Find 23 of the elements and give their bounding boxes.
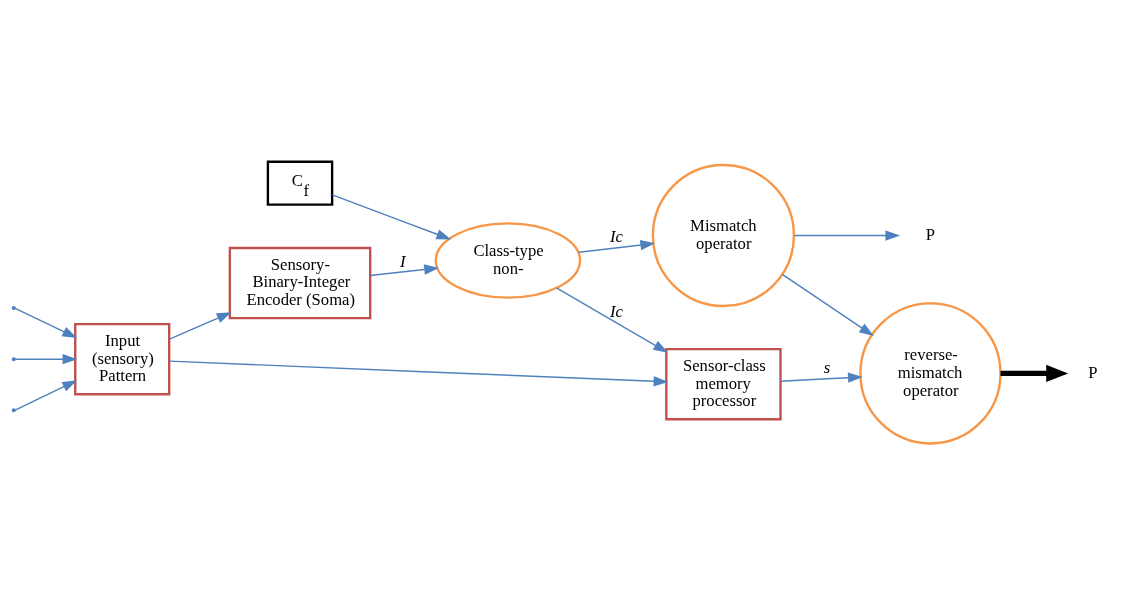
- arrow: [13, 379, 78, 411]
- arrow: [369, 263, 439, 276]
- node-box: Sensory- Binary-Integer Encoder (Soma): [228, 246, 372, 319]
- arrow: [556, 287, 669, 353]
- node-text: P: [1088, 362, 1098, 382]
- edge-label: Ic: [609, 226, 623, 246]
- node-box: Sensor-class memory processor: [665, 347, 782, 420]
- node-circle: Mismatch operator: [651, 163, 796, 307]
- edge-label: s: [823, 356, 831, 376]
- arrow: [782, 273, 874, 336]
- arrow: [13, 353, 78, 364]
- arrow: [13, 306, 78, 338]
- arrow: [168, 359, 669, 386]
- edge-label: Ic: [609, 301, 623, 321]
- arrow: [793, 229, 901, 241]
- node-box: Input (sensory) Pattern: [74, 322, 171, 395]
- arrow: [331, 193, 452, 240]
- arrow: [1000, 364, 1069, 382]
- arrow: [578, 239, 656, 253]
- arrow: [779, 372, 863, 383]
- arrow: [168, 311, 232, 340]
- edge-label: I: [399, 251, 406, 271]
- node-text: P: [925, 224, 935, 244]
